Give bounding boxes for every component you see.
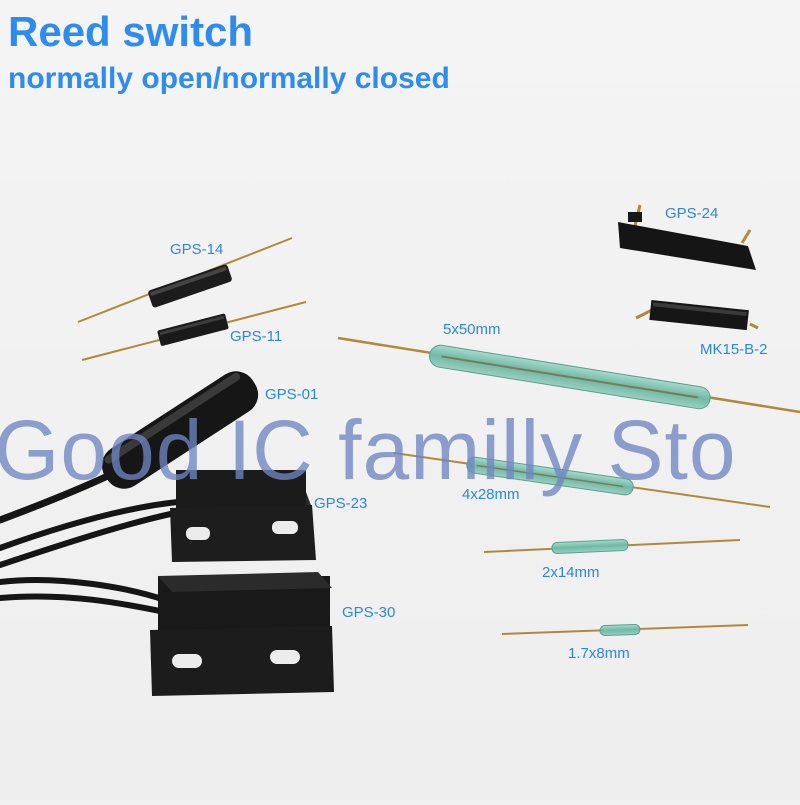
reed-5x50	[337, 336, 800, 414]
gps24-sensor	[618, 204, 756, 270]
watermark-text: Good IC familly Sto	[0, 403, 737, 497]
label-5x50: 5x50mm	[443, 321, 501, 338]
reed-4x28	[393, 452, 771, 508]
page-title: Reed switch	[8, 8, 254, 55]
gps11-sensor	[81, 301, 307, 361]
label-gps24: GPS-24	[665, 205, 719, 222]
gps23-sensor	[170, 470, 316, 562]
label-2x14: 2x14mm	[542, 564, 600, 581]
label-gps11: GPS-11	[230, 328, 283, 345]
gps14-sensor	[77, 237, 293, 323]
reed-1-7x8	[501, 623, 749, 637]
label-gps30: GPS-30	[342, 604, 396, 621]
label-gps23: GPS-23	[314, 495, 368, 512]
mk15-sensor	[635, 300, 759, 331]
label-mk15: MK15-B-2	[700, 341, 768, 358]
label-gps14: GPS-14	[170, 241, 224, 258]
label-1-7x8: 1.7x8mm	[568, 645, 630, 662]
label-4x28: 4x28mm	[462, 486, 520, 503]
page-subtitle: normally open/normally closed	[8, 62, 450, 95]
gps01-sensor	[101, 371, 259, 489]
gps30-sensor	[150, 572, 334, 696]
reed-2x14	[483, 538, 741, 555]
label-gps01: GPS-01	[265, 386, 319, 403]
